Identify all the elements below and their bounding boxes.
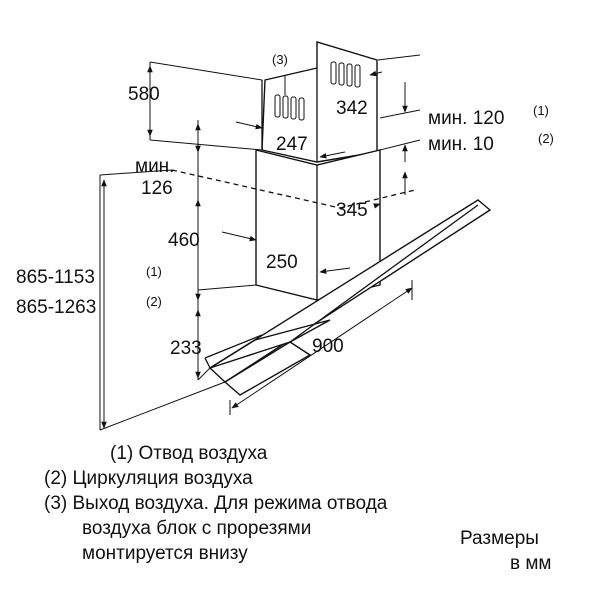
dim-min126-label: мин. xyxy=(135,156,174,177)
dim-460: 460 xyxy=(168,230,200,251)
dim-900: 900 xyxy=(312,336,344,357)
lower-chimney xyxy=(255,149,381,301)
upper-chimney xyxy=(261,41,378,163)
dim-min120: мин. 120 xyxy=(428,108,504,129)
dim-580: 580 xyxy=(128,84,160,105)
total1-marker: (1) xyxy=(146,264,162,279)
min10-marker: (2) xyxy=(538,131,554,146)
dim-total-2: 865-1263 xyxy=(16,297,96,318)
reference-lines xyxy=(99,54,421,431)
dim-342: 342 xyxy=(336,98,368,119)
dim-233: 233 xyxy=(170,338,202,359)
dim-min10: мин. 10 xyxy=(428,134,494,155)
overlap-dashed-line xyxy=(171,169,416,209)
air-outlet-slots xyxy=(274,61,361,121)
dimension-arrows xyxy=(101,65,413,429)
outlet-marker: (3) xyxy=(272,52,288,67)
min120-marker: (1) xyxy=(533,103,549,118)
dim-min126-value: 126 xyxy=(141,178,173,199)
dim-247: 247 xyxy=(276,134,308,155)
dim-250: 250 xyxy=(266,252,298,273)
dimension-labels: 580 342 247 мин. 126 460 345 250 233 900… xyxy=(16,52,554,359)
dim-345: 345 xyxy=(336,200,368,221)
dim-total-1: 865-1153 xyxy=(16,267,95,288)
total2-marker: (2) xyxy=(146,294,162,309)
